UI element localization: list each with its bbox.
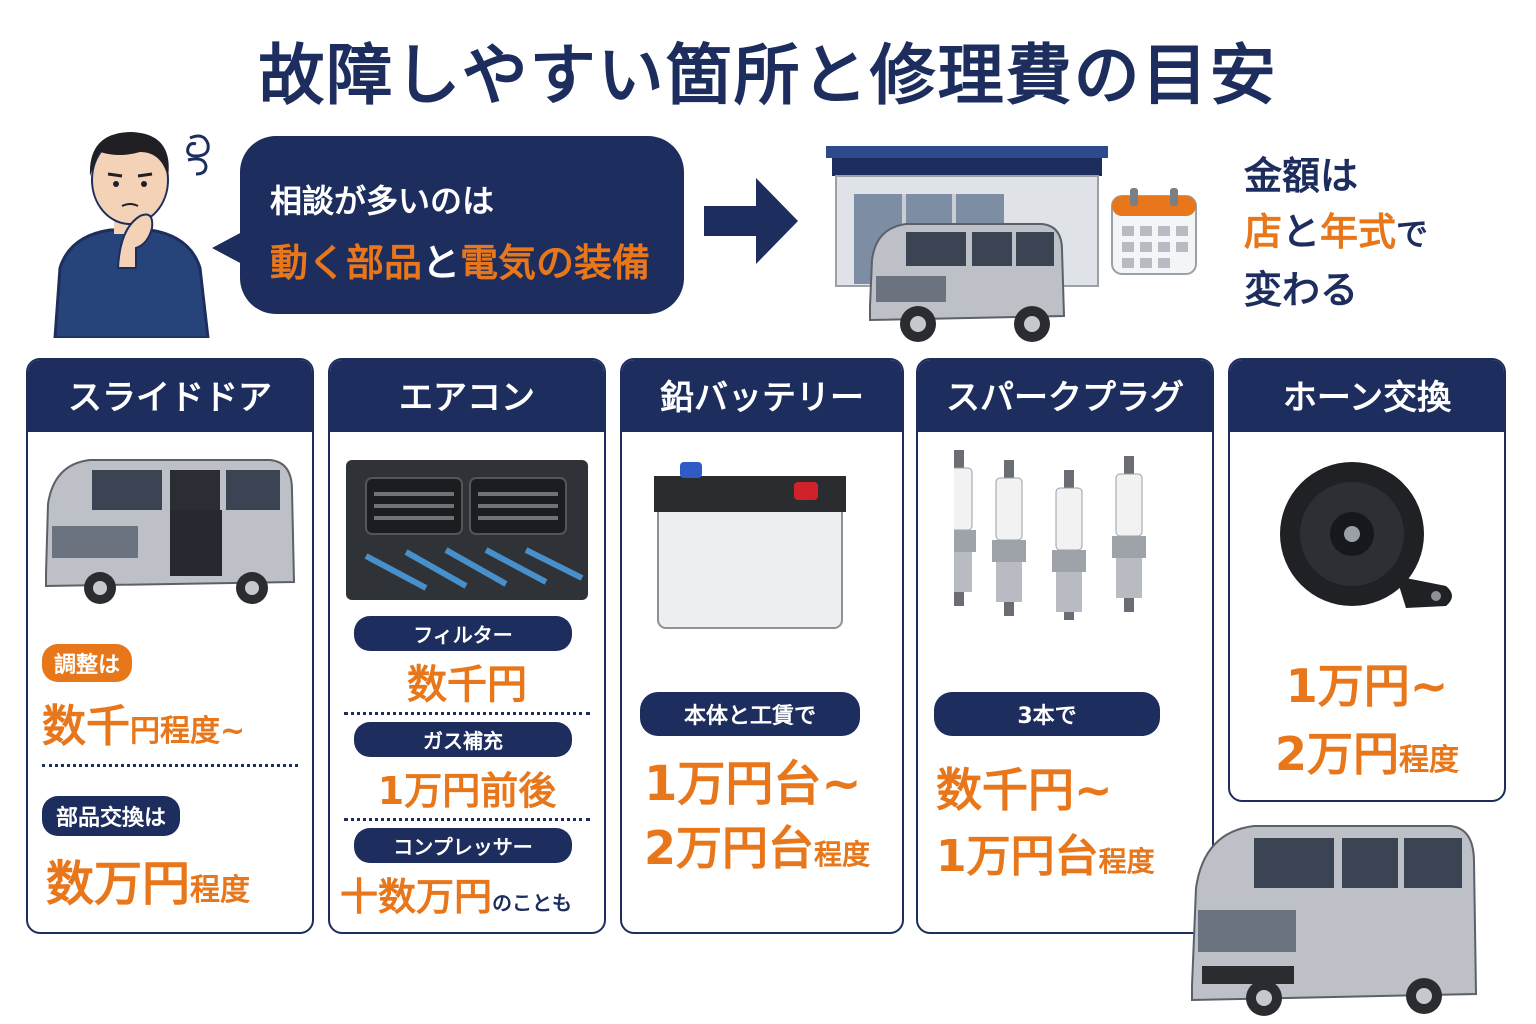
- bubble-electrical: 電気の装備: [460, 241, 651, 285]
- price-adjustment-main: 数千: [42, 701, 130, 752]
- price-plug-unit: 程度: [1098, 845, 1155, 878]
- price-plug-main: 1万円台: [936, 831, 1099, 882]
- card-title: 鉛バッテリー: [622, 360, 902, 432]
- label-body-and-labor: 本体と工賃で: [640, 692, 860, 736]
- price-adjustment-unit: 円程度~: [130, 714, 246, 749]
- price-plug-line2: 1万円台程度: [936, 820, 1155, 884]
- confusion-swirl-icon: [186, 134, 210, 176]
- card-title: ホーン交換: [1230, 360, 1504, 432]
- shop-with-car-illustration: [826, 136, 1116, 354]
- card-title: エアコン: [330, 360, 604, 432]
- kei-van-illustration: [1184, 818, 1480, 1022]
- page-title: 故障しやすい箇所と修理費の目安: [258, 37, 1278, 114]
- price-compressor-main: 十数万円: [340, 875, 493, 919]
- divider: [344, 712, 590, 715]
- note-de: で: [1396, 215, 1429, 253]
- price-horn-line2: 2万円程度: [1230, 718, 1504, 784]
- bubble-line2: 動く部品と電気の装備: [270, 232, 650, 287]
- price-horn-line1: 1万円~: [1285, 659, 1449, 713]
- note-line1: 金額は: [1244, 154, 1359, 198]
- price-horn-unit: 程度: [1399, 743, 1459, 778]
- label-adjustment: 調整は: [42, 644, 133, 682]
- card-title: スライドドア: [28, 360, 312, 432]
- card-title: スパークプラグ: [918, 360, 1212, 432]
- price-part-main: 数万円: [46, 856, 191, 912]
- label-filter: フィルター: [354, 616, 572, 651]
- card-lead-battery: 鉛バッテリー 本体と工賃で 1万円台~ 2万円台程度: [620, 358, 904, 934]
- price-battery-line1: 1万円台~: [644, 756, 862, 812]
- worried-person-illustration: [40, 118, 220, 340]
- price-part-replacement: 数万円程度: [46, 844, 250, 914]
- battery-illustration: [650, 456, 850, 640]
- note-shop: 店: [1244, 210, 1283, 254]
- card-slide-door: スライドドア 調整は 数千円程度~ 部品交換は 数万円程度: [26, 358, 314, 934]
- price-part-unit: 程度: [190, 873, 251, 908]
- bubble-and: と: [422, 241, 461, 285]
- arrow-right-icon: [704, 178, 800, 268]
- spark-plug-illustration: [942, 450, 1174, 627]
- horn-illustration: [1276, 456, 1466, 630]
- note-and: と: [1282, 210, 1321, 254]
- calendar-icon: [1108, 186, 1200, 282]
- label-three-plugs: 3本で: [934, 692, 1160, 736]
- divider: [344, 818, 590, 821]
- note-model-year: 年式: [1320, 210, 1397, 254]
- price-plug-line1: 数千円~: [936, 763, 1113, 817]
- price-battery-line2: 2万円台程度: [644, 812, 870, 878]
- air-vent-illustration: [346, 460, 588, 604]
- bubble-moving-parts: 動く部品: [270, 241, 423, 285]
- note-line2: 店と年式で: [1244, 204, 1428, 262]
- price-horn-main: 2万円: [1274, 727, 1399, 781]
- price-gas-refill: 1万円前後: [377, 769, 557, 813]
- price-compressor: 十数万円のことも: [340, 866, 572, 921]
- van-open-door-illustration: [40, 454, 300, 608]
- price-battery-unit: 程度: [814, 838, 871, 871]
- label-compressor: コンプレッサー: [354, 828, 572, 863]
- price-compressor-note: のことも: [492, 891, 573, 915]
- note-line3: 変わる: [1244, 268, 1359, 312]
- speech-bubble: 相談が多いのは 動く部品と電気の装備: [212, 136, 684, 314]
- card-horn-replacement: ホーン交換 1万円~ 2万円程度: [1228, 358, 1506, 802]
- price-adjustment: 数千円程度~: [42, 690, 245, 754]
- label-gas-refill: ガス補充: [354, 722, 572, 757]
- card-spark-plug: スパークプラグ 3本で 数千円~ 1万円台程度: [916, 358, 1214, 934]
- price-varies-note: 金額は 店と年式で 変わる: [1244, 148, 1428, 318]
- divider: [42, 764, 298, 767]
- price-filter: 数千円: [407, 662, 527, 708]
- bubble-line1: 相談が多いのは: [270, 182, 495, 220]
- price-battery-main: 2万円台: [644, 821, 815, 875]
- card-air-conditioner: エアコン フィルター 数千円 ガス補充 1万円前後 コンプレッサー 十数万円のこ…: [328, 358, 606, 934]
- label-part-replacement: 部品交換は: [42, 796, 181, 836]
